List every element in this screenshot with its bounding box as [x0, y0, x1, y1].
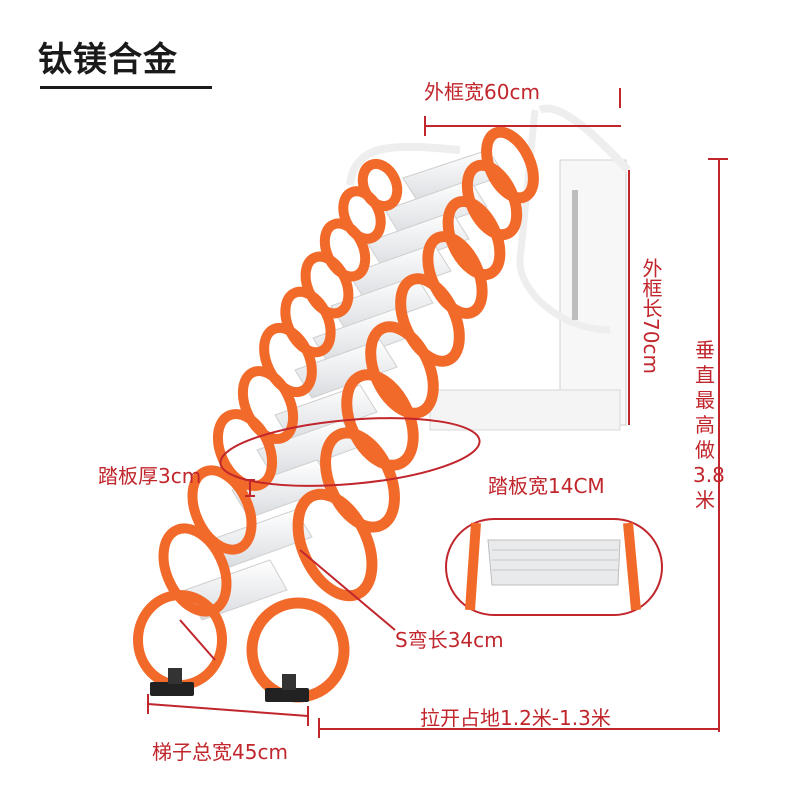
- floor-space-label: 拉开占地1.2米-1.3米: [420, 706, 611, 730]
- title-underline: [40, 86, 212, 89]
- step-thickness-label: 踏板厚3cm: [98, 464, 202, 488]
- outer-frame-length-label: 外框长70cm: [639, 258, 663, 374]
- floor-space-line: [318, 728, 720, 730]
- outer-frame-width-label: 外框宽60cm: [424, 80, 540, 104]
- right-scissor-arms: [246, 126, 539, 703]
- max-height-label: 垂 直 最 高 做 3.8 米: [693, 338, 725, 512]
- ladder-feet: [150, 668, 309, 702]
- total-width-label: 梯子总宽45cm: [152, 740, 288, 764]
- outer-frame-width-line: [424, 125, 621, 127]
- product-title: 钛镁合金: [38, 40, 178, 80]
- s-bend-length-label: S弯长34cm: [395, 628, 504, 652]
- step-detail-inset: [445, 518, 663, 616]
- outer-frame-length-line: [628, 170, 630, 425]
- s-bend-measure-line: [299, 549, 396, 631]
- max-height-line: [718, 160, 720, 732]
- total-width-line: [147, 694, 309, 726]
- step-width-label: 踏板宽14CM: [488, 474, 605, 498]
- left-scissor-arms: [133, 158, 403, 690]
- step-highlight-ellipse: [219, 417, 481, 487]
